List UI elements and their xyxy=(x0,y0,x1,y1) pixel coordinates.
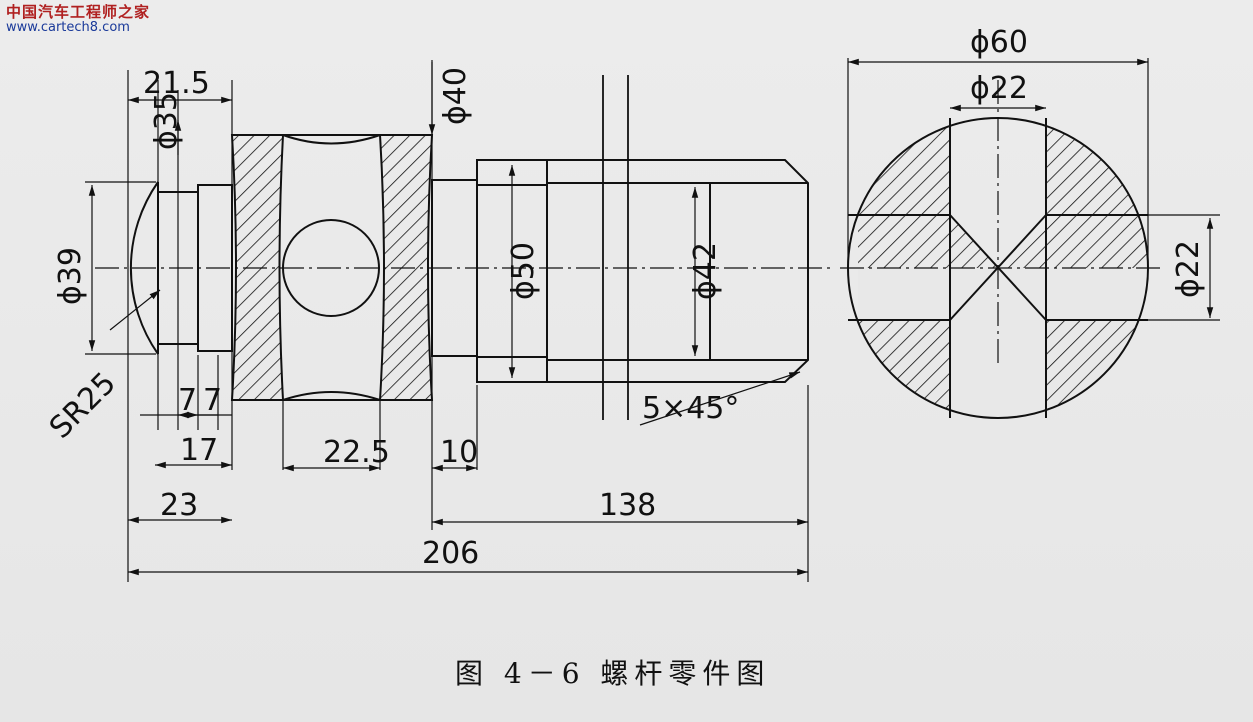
spherical-end xyxy=(129,181,159,355)
dim-phi35: ϕ35 xyxy=(149,92,184,150)
watermark-url: www.cartech8.com xyxy=(6,20,130,36)
dim-phi22-top: ϕ22 xyxy=(970,71,1028,106)
dim-21-5: 21.5 xyxy=(143,66,210,101)
dim-phi39: ϕ39 xyxy=(53,247,88,305)
dim-22-5: 22.5 xyxy=(323,435,390,470)
dim-chamfer: 5×45° xyxy=(642,391,739,426)
dim-10: 10 xyxy=(440,435,478,470)
dim-138: 138 xyxy=(599,488,656,523)
dim-phi50: ϕ50 xyxy=(506,242,541,300)
dim-7-a: 7 xyxy=(178,383,197,418)
section-dimension-lines xyxy=(840,58,1220,365)
dim-7-b: 7 xyxy=(203,383,222,418)
figure-caption: 图 4－6 螺杆零件图 xyxy=(455,657,771,690)
watermark: 中国汽车工程师之家 www.cartech8.com xyxy=(6,3,151,36)
dim-206: 206 xyxy=(422,536,479,571)
watermark-site-name: 中国汽车工程师之家 xyxy=(6,3,151,21)
dim-phi40: ϕ40 xyxy=(438,67,473,125)
section-view xyxy=(847,117,1149,419)
dim-17: 17 xyxy=(180,433,218,468)
dim-phi42: ϕ42 xyxy=(688,242,723,300)
dim-sr25: SR25 xyxy=(43,366,123,446)
end-phi42 xyxy=(546,159,809,383)
dim-23: 23 xyxy=(160,488,198,523)
dimension-lines xyxy=(88,62,808,576)
dim-phi60: ϕ60 xyxy=(970,25,1028,60)
dim-phi22-right: ϕ22 xyxy=(1171,240,1206,298)
